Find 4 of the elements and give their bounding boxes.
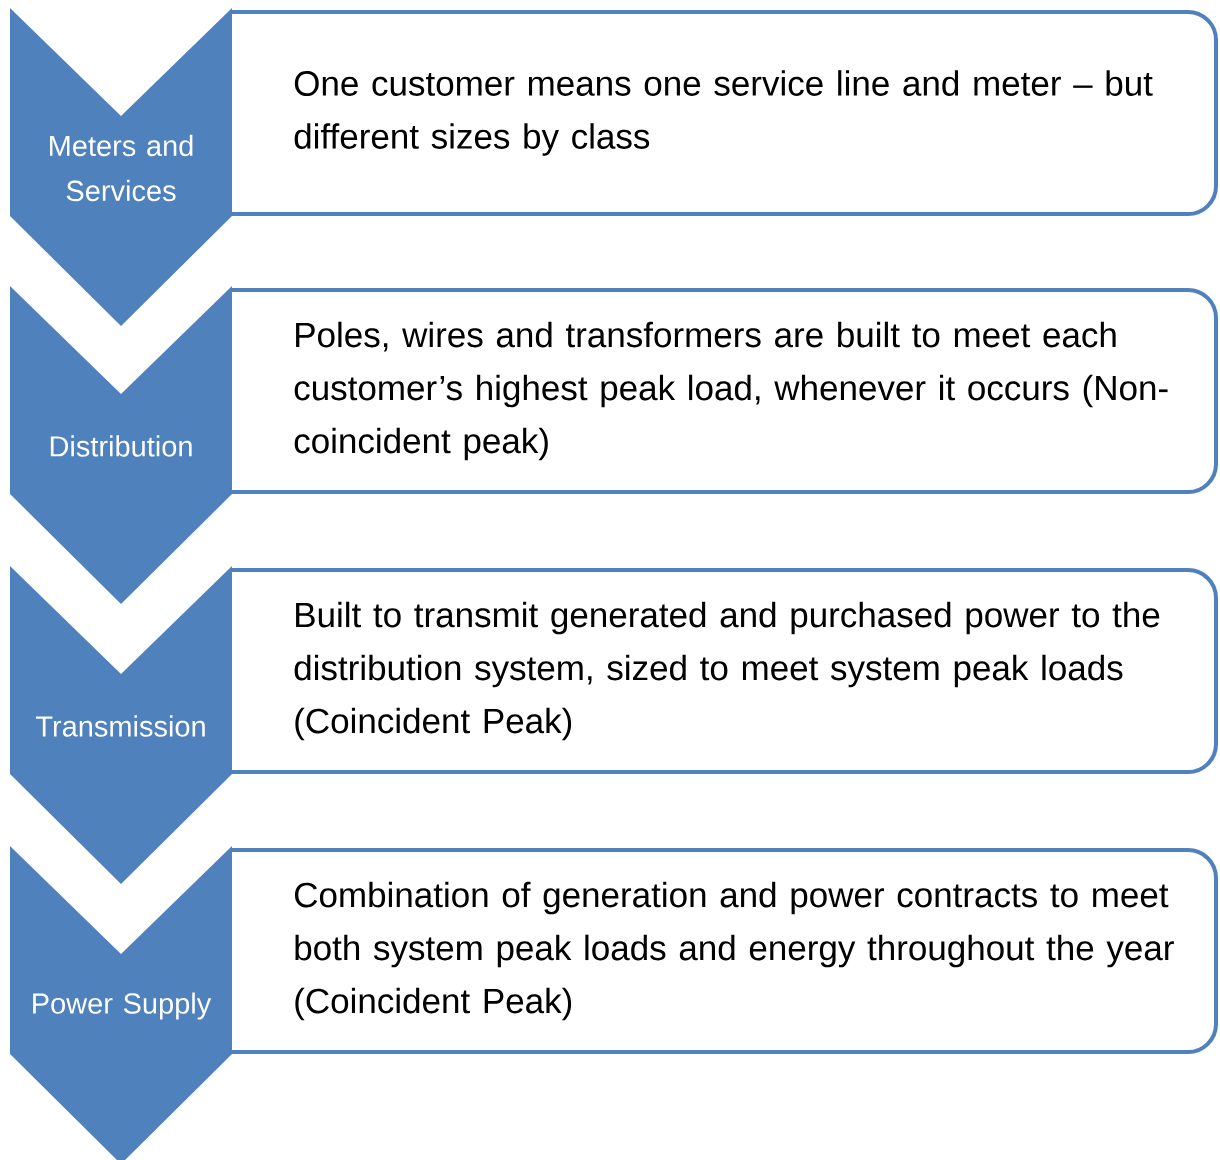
text-box: Poles, wires and transformers are built to meet each customer’s highest peak load, whenever it occurs (Non-coincident peak) (230, 288, 1218, 494)
text-box: One customer means one service line and meter – but different sizes by class (230, 10, 1218, 216)
text-box: Combination of generation and power contracts to meet both system peak loads and energy throughout the year (Coincident Peak) (230, 848, 1218, 1054)
text-box: Built to transmit generated and purchased power to the distribution system, sized to meet system peak loads (Coincident Peak) (230, 568, 1218, 774)
